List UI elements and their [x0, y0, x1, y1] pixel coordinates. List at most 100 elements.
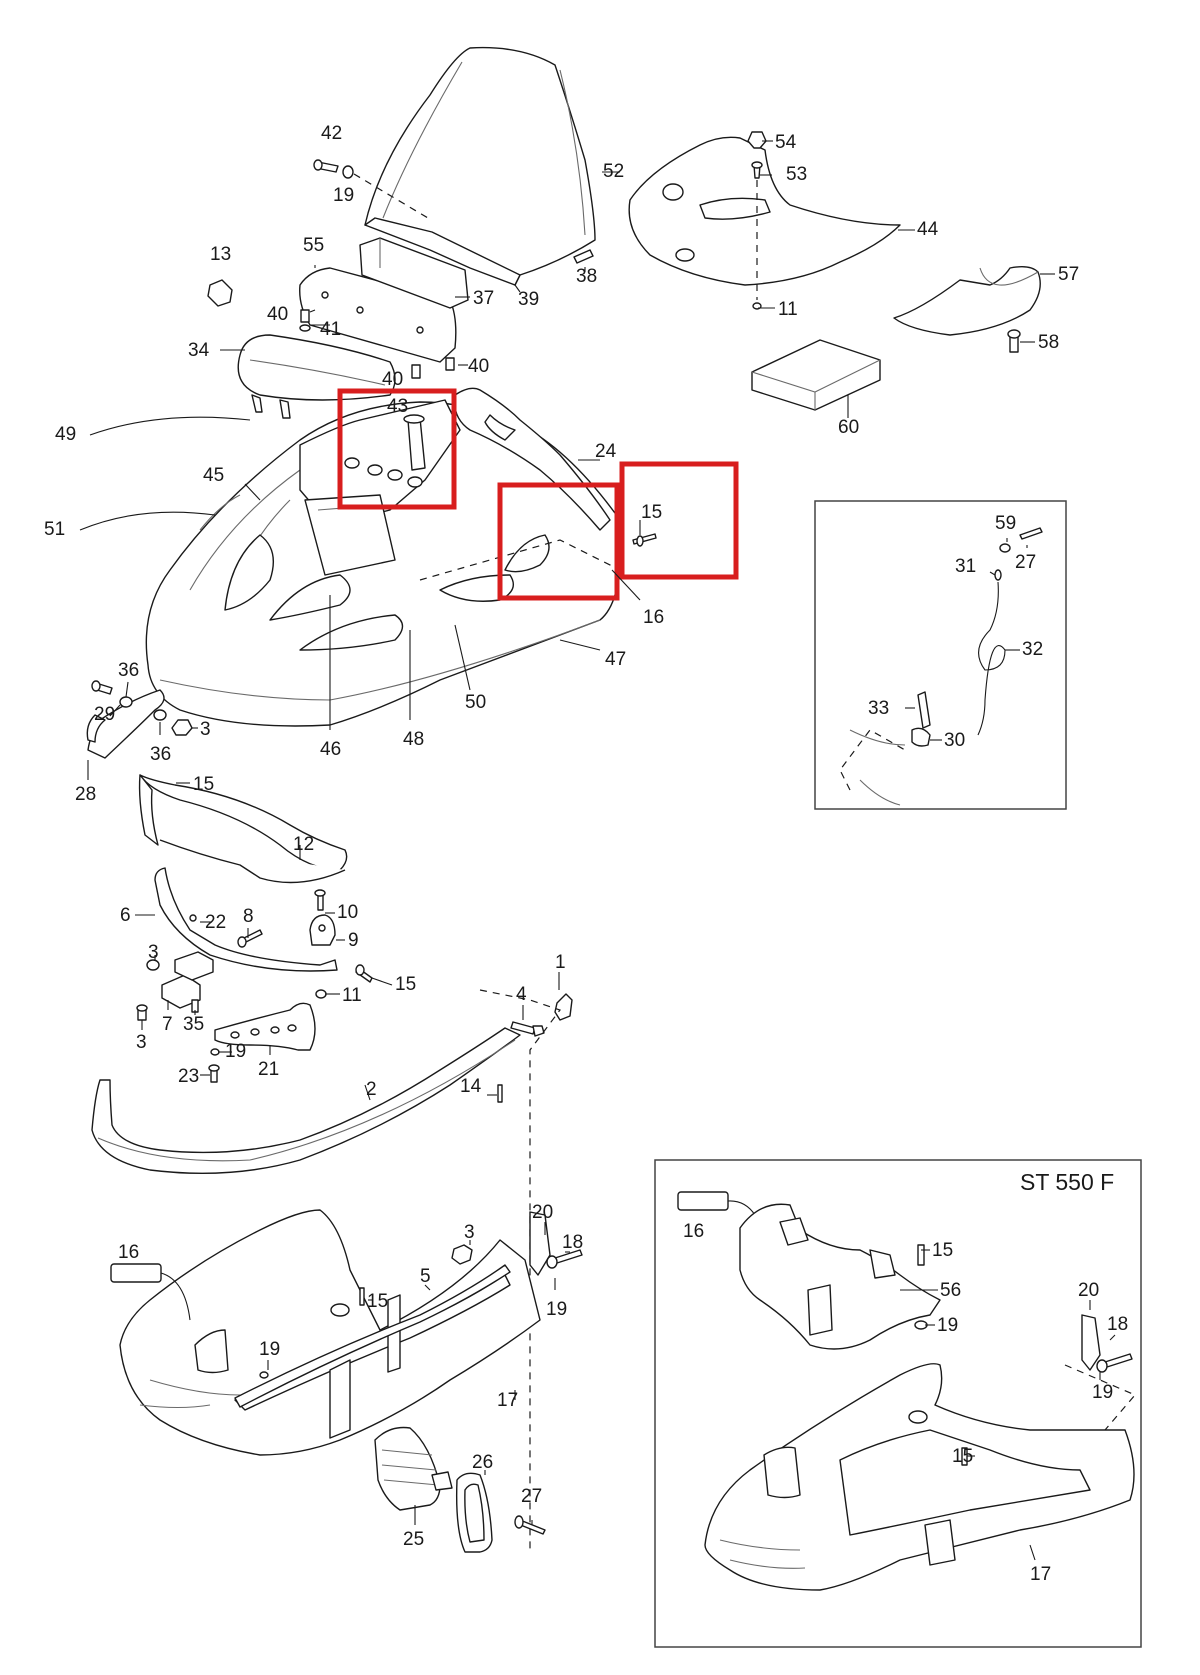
callout-31: 31	[955, 556, 976, 577]
bracket-21	[214, 1002, 316, 1051]
callout-30: 30	[944, 730, 965, 751]
bolt-4	[510, 1021, 545, 1037]
rail-2	[91, 1027, 521, 1175]
callout-27: 27	[521, 1486, 542, 1507]
callout-4: 4	[516, 984, 527, 1005]
foam-pad	[751, 339, 881, 411]
fasteners-40-41	[299, 309, 455, 379]
deflector-12	[138, 774, 348, 884]
callout-15: 15	[193, 774, 214, 795]
callout-16: 16	[643, 607, 664, 628]
callout-29: 29	[94, 704, 115, 725]
clip-13	[207, 279, 233, 307]
callout-14: 14	[460, 1076, 482, 1097]
callout-5: 5	[420, 1266, 431, 1287]
callout-20: 20	[532, 1202, 553, 1223]
highlight-box-43	[337, 388, 457, 510]
callout-43: 43	[387, 396, 408, 417]
callout-40: 40	[468, 356, 489, 377]
pin-38	[573, 249, 594, 264]
fasteners-19-23	[208, 1048, 220, 1083]
bracket-7	[161, 951, 214, 1009]
callout-32: 32	[1022, 639, 1043, 660]
callout-labels: 1 2 3 3 3 3 4 5 6 7 8 9 10 11 11 12 13 1…	[44, 123, 1079, 1550]
boot-25	[374, 1426, 453, 1511]
callout-56: 56	[940, 1280, 961, 1301]
callout-55: 55	[303, 235, 324, 256]
screw-58	[1007, 329, 1021, 353]
bolt-29	[91, 680, 193, 736]
callout-34: 34	[188, 340, 210, 361]
callout-17: 17	[1030, 1564, 1051, 1585]
callout-38: 38	[576, 266, 597, 287]
tunnel	[119, 1209, 541, 1456]
rivet-14	[497, 1084, 503, 1103]
callout-53: 53	[786, 164, 807, 185]
callout-42: 42	[321, 123, 342, 144]
callout-51: 51	[44, 519, 65, 540]
belly-pan	[628, 136, 901, 286]
callout-47: 47	[605, 649, 626, 670]
pad	[359, 237, 469, 309]
callout-36: 36	[150, 744, 171, 765]
gasket-26	[456, 1472, 493, 1553]
callout-26: 26	[472, 1452, 493, 1473]
callout-15: 15	[641, 502, 662, 523]
windshield-trim	[364, 217, 521, 286]
rail-6	[154, 867, 338, 972]
callout-25: 25	[403, 1529, 424, 1550]
inset-st550-frame	[654, 1159, 1142, 1648]
callout-40: 40	[382, 369, 403, 390]
callout-19: 19	[225, 1041, 246, 1062]
callout-19: 19	[333, 185, 354, 206]
rivet-19-lower	[259, 1371, 269, 1379]
callout-48: 48	[403, 729, 424, 750]
inset-st550-labels: ST 550 F 16 15 56 19 20 18 19 15 17	[683, 1169, 1128, 1585]
bolt-42	[313, 159, 429, 219]
callout-13: 13	[210, 244, 231, 265]
callout-27: 27	[1015, 552, 1036, 573]
nut-3	[136, 959, 199, 1021]
brace-24	[453, 387, 611, 531]
inset-title: ST 550 F	[1020, 1169, 1114, 1195]
callout-41: 41	[320, 319, 341, 340]
callout-15: 15	[952, 1446, 973, 1467]
highlight-box-15	[619, 461, 739, 580]
callout-1: 1	[555, 952, 566, 973]
seat	[237, 334, 396, 419]
rivet-15	[632, 533, 657, 547]
front-cap	[893, 265, 1041, 336]
callout-19: 19	[259, 1339, 280, 1360]
rail-5	[234, 1264, 511, 1408]
nut-3-lower	[451, 1244, 473, 1265]
callout-60: 60	[838, 417, 859, 438]
callout-19: 19	[546, 1299, 567, 1320]
rivet-27	[514, 1515, 546, 1535]
callout-6: 6	[120, 905, 131, 926]
callout-3: 3	[464, 1222, 475, 1243]
callout-28: 28	[75, 784, 96, 805]
callout-46: 46	[320, 739, 341, 760]
screw-53	[751, 161, 763, 310]
callout-15: 15	[367, 1291, 388, 1312]
callout-11: 11	[778, 299, 798, 320]
tag-16	[110, 1263, 191, 1321]
callout-15: 15	[395, 974, 416, 995]
callout-40: 40	[267, 304, 288, 325]
callout-16: 16	[118, 1242, 139, 1263]
callout-24: 24	[595, 441, 617, 462]
callout-45: 45	[203, 465, 224, 486]
callout-19: 19	[937, 1315, 958, 1336]
inset-cable-labels: 59 27 31 32 33 30	[868, 513, 1043, 751]
dashed-panel-47	[419, 539, 621, 581]
callout-37: 37	[473, 288, 494, 309]
callout-8: 8	[243, 906, 254, 927]
callout-2: 2	[366, 1079, 377, 1100]
callout-39: 39	[518, 289, 539, 310]
callout-9: 9	[348, 930, 359, 951]
callout-3: 3	[200, 719, 211, 740]
callout-15: 15	[932, 1240, 953, 1261]
callout-49: 49	[55, 424, 76, 445]
callout-44: 44	[917, 219, 939, 240]
